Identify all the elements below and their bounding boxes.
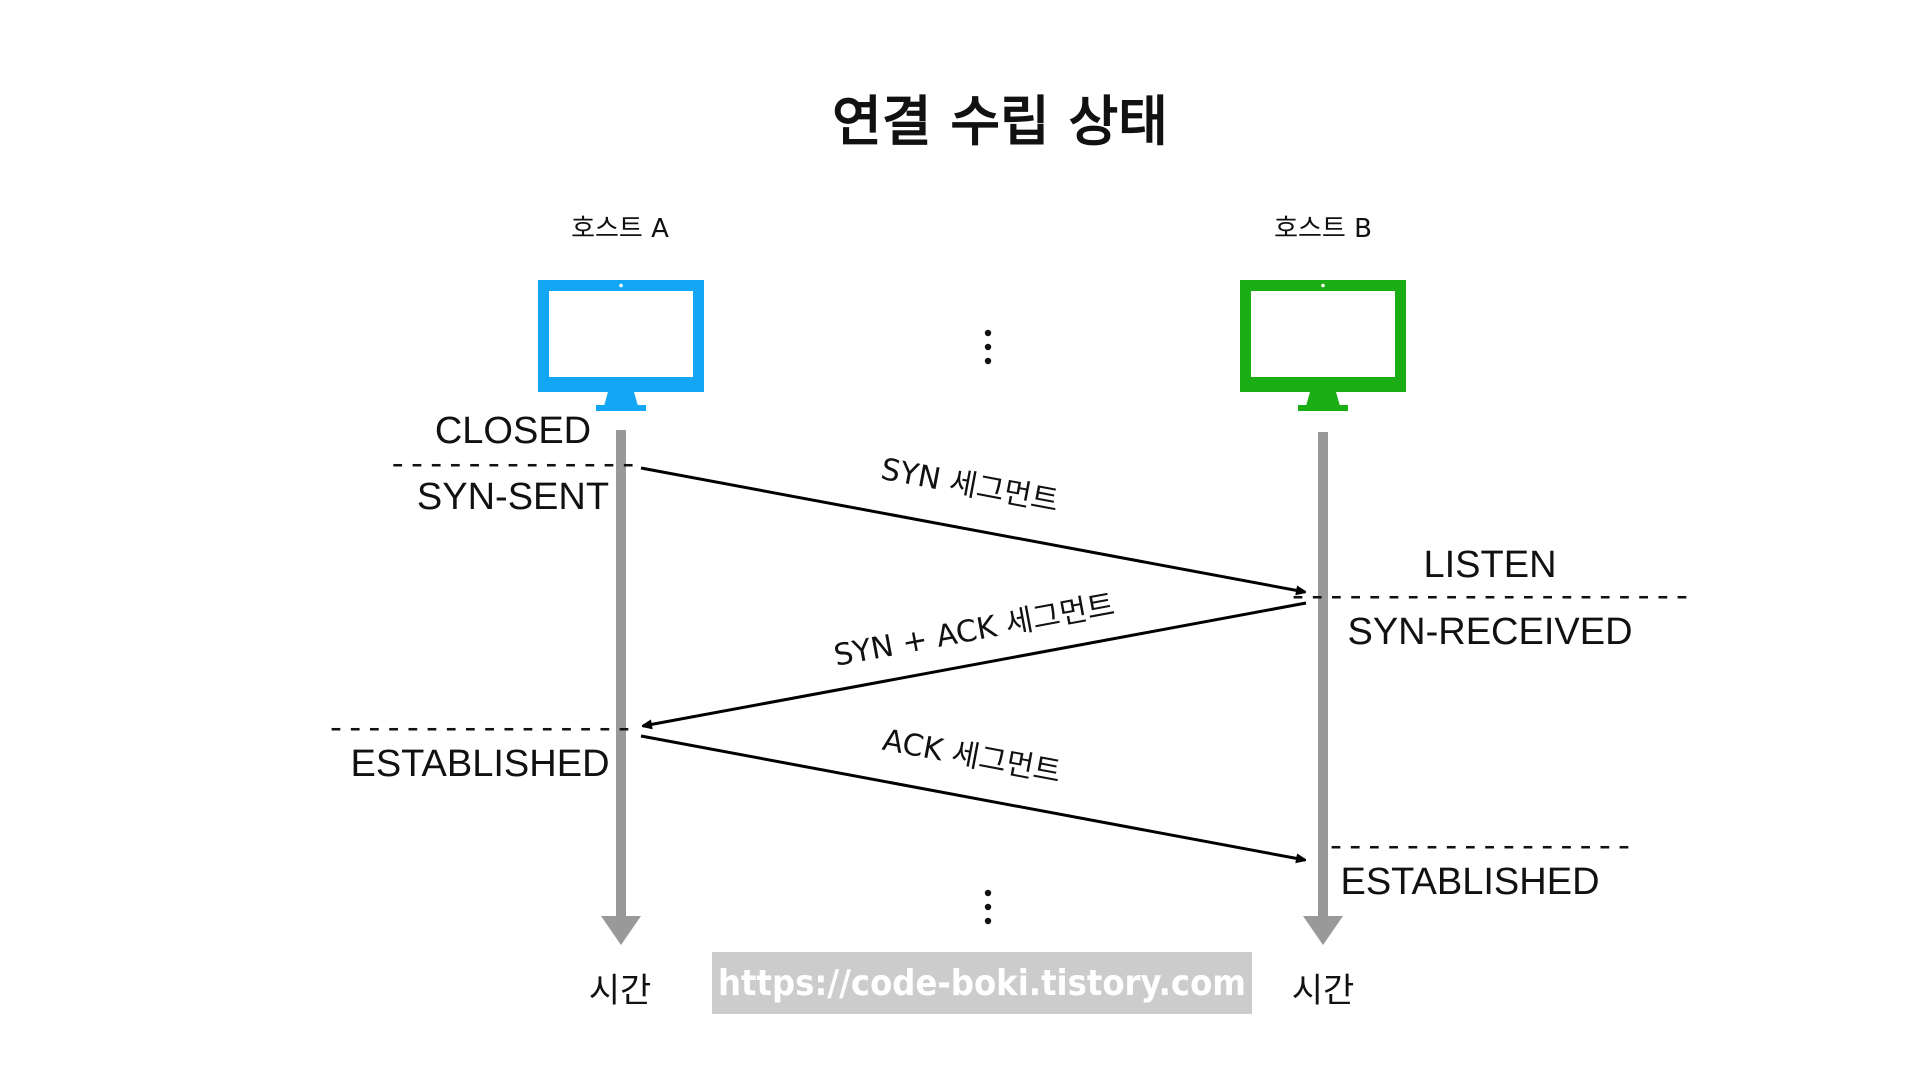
host-b-state-listen: LISTEN xyxy=(1423,544,1556,586)
syn-message-label: SYN 세그먼트 xyxy=(878,452,1061,519)
diagram-title: 연결 수립 상태 xyxy=(832,90,1168,153)
host-a-time-label: 시간 xyxy=(589,971,652,1011)
syn-arrow xyxy=(640,466,1305,592)
host-a-state-established: ESTABLISHED xyxy=(350,743,609,785)
host-b-divider-top: --------------------- xyxy=(1288,579,1691,616)
host-a-state-syn-sent: SYN-SENT xyxy=(417,476,609,518)
ack-arrow xyxy=(640,734,1305,860)
host-b-timeline xyxy=(1303,432,1343,945)
host-b-state-syn-received: SYN-RECEIVED xyxy=(1347,611,1632,653)
host-b-divider-bottom: ---------------- xyxy=(1326,829,1633,866)
ellipsis-bottom-icon xyxy=(984,889,992,925)
host-a-label: 호스트 A xyxy=(571,214,669,244)
host-a-state-closed: CLOSED xyxy=(435,410,591,452)
host-a-divider-bottom: ---------------- xyxy=(326,711,633,748)
host-a-divider-top: ------------- xyxy=(388,447,638,484)
host-a-monitor-icon xyxy=(538,280,704,411)
watermark-text: https://code-boki.tistory.com xyxy=(718,963,1246,1004)
host-a-timeline xyxy=(601,430,641,945)
watermark: https://code-boki.tistory.com xyxy=(712,952,1252,1014)
host-b-state-established: ESTABLISHED xyxy=(1340,861,1599,903)
host-b-time-label: 시간 xyxy=(1292,971,1355,1011)
syn-ack-arrow xyxy=(643,601,1307,726)
ack-message-label: ACK 세그먼트 xyxy=(880,723,1064,791)
syn-ack-message-label: SYN + ACK 세그먼트 xyxy=(831,588,1117,674)
host-b-monitor-icon xyxy=(1240,280,1406,411)
host-b-label: 호스트 B xyxy=(1274,214,1372,244)
ellipsis-top-icon xyxy=(984,329,992,365)
